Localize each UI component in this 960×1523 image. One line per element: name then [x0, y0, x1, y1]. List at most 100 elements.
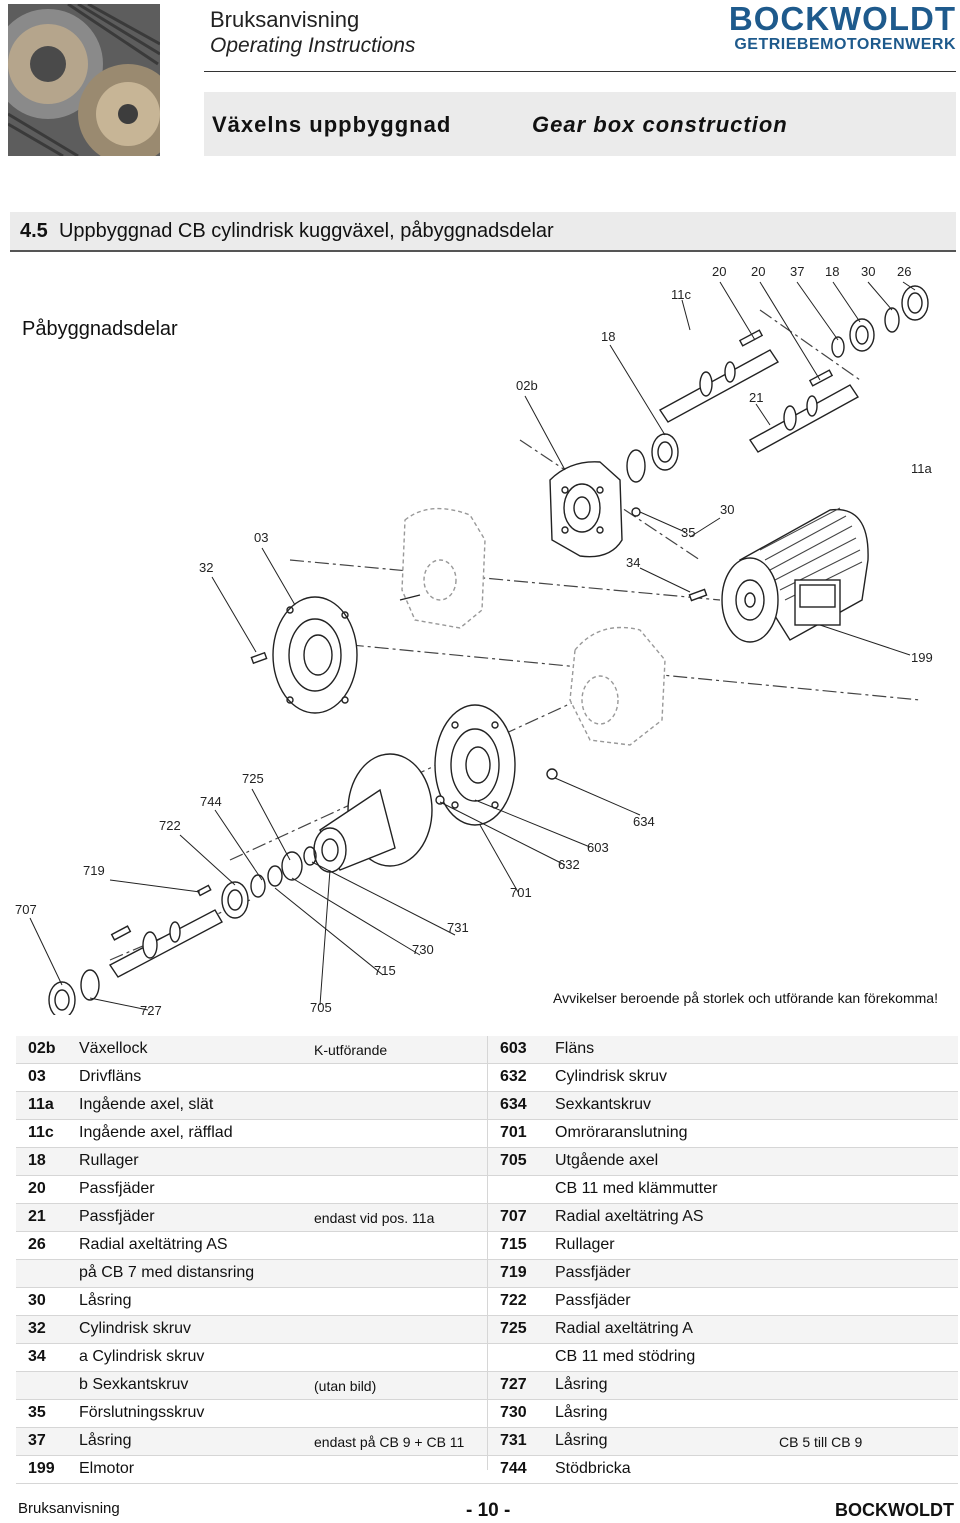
- part-number: 730: [500, 1404, 527, 1421]
- header-gear-image: [8, 4, 160, 156]
- part-remark: endast vid pos. 11a: [314, 1210, 435, 1226]
- part-number: 37: [28, 1432, 46, 1449]
- part-number: 18: [28, 1152, 46, 1169]
- label-32: 32: [199, 560, 213, 575]
- part-number: 715: [500, 1236, 527, 1253]
- part-description: Förslutningsskruv: [79, 1404, 205, 1421]
- section-heading: 4.5 Uppbyggnad CB cylindrisk kuggväxel, …: [10, 212, 956, 252]
- label-30b: 30: [720, 502, 734, 517]
- part-number: 722: [500, 1292, 527, 1309]
- agitator-flange: [434, 704, 516, 826]
- document-subtitle: Operating Instructions: [210, 34, 416, 57]
- part-description: Växellock: [79, 1040, 148, 1057]
- drawing-subtitle: Påbyggnadsdelar: [22, 318, 178, 340]
- label-719: 719: [83, 863, 105, 878]
- footer-doc-name: Bruksanvisning: [18, 1500, 120, 1517]
- part-remark: (utan bild): [314, 1378, 377, 1394]
- part-description: Låsring: [79, 1432, 132, 1449]
- part-description: Låsring: [555, 1376, 608, 1393]
- part-description: Utgående axel: [555, 1152, 659, 1169]
- label-705: 705: [310, 1000, 332, 1015]
- label-707: 707: [15, 902, 37, 917]
- part-description: Ingående axel, slät: [79, 1096, 214, 1113]
- part-description: Radial axeltätring AS: [79, 1236, 228, 1253]
- part-remark: endast på CB 9 + CB 11: [314, 1434, 465, 1450]
- part-number: 03: [28, 1068, 46, 1085]
- footer-brand: BOCKWOLDT: [835, 1500, 954, 1520]
- part-number: 34: [28, 1348, 46, 1365]
- part-number: 725: [500, 1320, 527, 1337]
- gearbox-housing-upper: [401, 507, 486, 629]
- stirrer-flange-cone: [313, 753, 433, 873]
- label-730: 730: [412, 942, 434, 957]
- part-description: CB 11 med klämmutter: [555, 1180, 718, 1197]
- parts-list-column-divider: [487, 1036, 488, 1470]
- input-shaft-11a: [748, 369, 860, 453]
- header-divider: [204, 71, 956, 72]
- part-number: 634: [500, 1096, 527, 1113]
- label-30a: 30: [861, 264, 875, 279]
- part-description: Drivfläns: [79, 1068, 142, 1085]
- drive-flange: [272, 596, 358, 714]
- part-number: 632: [500, 1068, 527, 1085]
- part-number: 701: [500, 1124, 527, 1141]
- part-number: 705: [500, 1152, 527, 1169]
- label-603: 603: [587, 840, 609, 855]
- label-725: 725: [242, 771, 264, 786]
- label-722: 722: [159, 818, 181, 833]
- part-remark: CB 5 till CB 9: [779, 1434, 863, 1450]
- part-description: Radial axeltätring AS: [555, 1208, 704, 1225]
- label-34: 34: [626, 555, 640, 570]
- label-632: 632: [558, 857, 580, 872]
- part-number: 719: [500, 1264, 527, 1281]
- section-title: Uppbyggnad CB cylindrisk kuggväxel, påby…: [58, 220, 554, 242]
- part-description: Stödbricka: [555, 1460, 631, 1477]
- label-20b: 20: [751, 264, 765, 279]
- banner-title-sv: Växelns uppbyggnad: [212, 112, 452, 137]
- part-number: 707: [500, 1208, 527, 1225]
- part-description: Sexkantskruv: [555, 1096, 652, 1113]
- label-02b: 02b: [516, 378, 538, 393]
- part-description: Passfjäder: [79, 1208, 155, 1225]
- brand-logo: BOCKWOLDT: [728, 0, 956, 37]
- part-number: 199: [28, 1460, 55, 1477]
- gear-image-icon: [8, 4, 160, 156]
- part-description: Låsring: [555, 1404, 608, 1421]
- label-634: 634: [633, 814, 655, 829]
- part-number: 20: [28, 1180, 46, 1197]
- label-11a: 11a: [911, 461, 932, 476]
- part-number: 11c: [28, 1124, 54, 1141]
- part-description: b Sexkantskruv: [79, 1376, 189, 1393]
- label-35: 35: [681, 525, 695, 540]
- label-11c: 11c: [671, 287, 691, 302]
- part-description: Cylindrisk skruv: [555, 1068, 668, 1085]
- part-number: 02b: [28, 1040, 56, 1057]
- document-title: Bruksanvisning: [210, 7, 360, 32]
- part-description: Passfjäder: [555, 1264, 631, 1281]
- banner-title-en: Gear box construction: [532, 112, 788, 137]
- variation-note: Avvikelser beroende på storlek och utför…: [553, 990, 938, 1006]
- part-description: Fläns: [555, 1040, 595, 1057]
- label-701: 701: [510, 885, 532, 900]
- brand-tagline: GETRIEBEMOTORENWERK: [734, 36, 956, 53]
- part-description: Rullager: [555, 1236, 615, 1253]
- screw-34: [688, 588, 708, 602]
- part-number: 727: [500, 1376, 527, 1393]
- part-number: 30: [28, 1292, 46, 1309]
- label-18a: 18: [825, 264, 839, 279]
- part-number: 35: [28, 1404, 46, 1421]
- part-description: Passfjäder: [79, 1180, 155, 1197]
- part-description: Rullager: [79, 1152, 139, 1169]
- label-727: 727: [140, 1003, 162, 1015]
- label-26: 26: [897, 264, 911, 279]
- label-03: 03: [254, 530, 268, 545]
- part-description: på CB 7 med distansring: [79, 1264, 255, 1281]
- part-number: 32: [28, 1320, 46, 1337]
- part-number: 21: [28, 1208, 46, 1225]
- part-description: CB 11 med stödring: [555, 1348, 696, 1365]
- label-18b: 18: [601, 329, 615, 344]
- label-199: 199: [911, 650, 933, 665]
- part-number: 731: [500, 1432, 527, 1449]
- label-20a: 20: [712, 264, 726, 279]
